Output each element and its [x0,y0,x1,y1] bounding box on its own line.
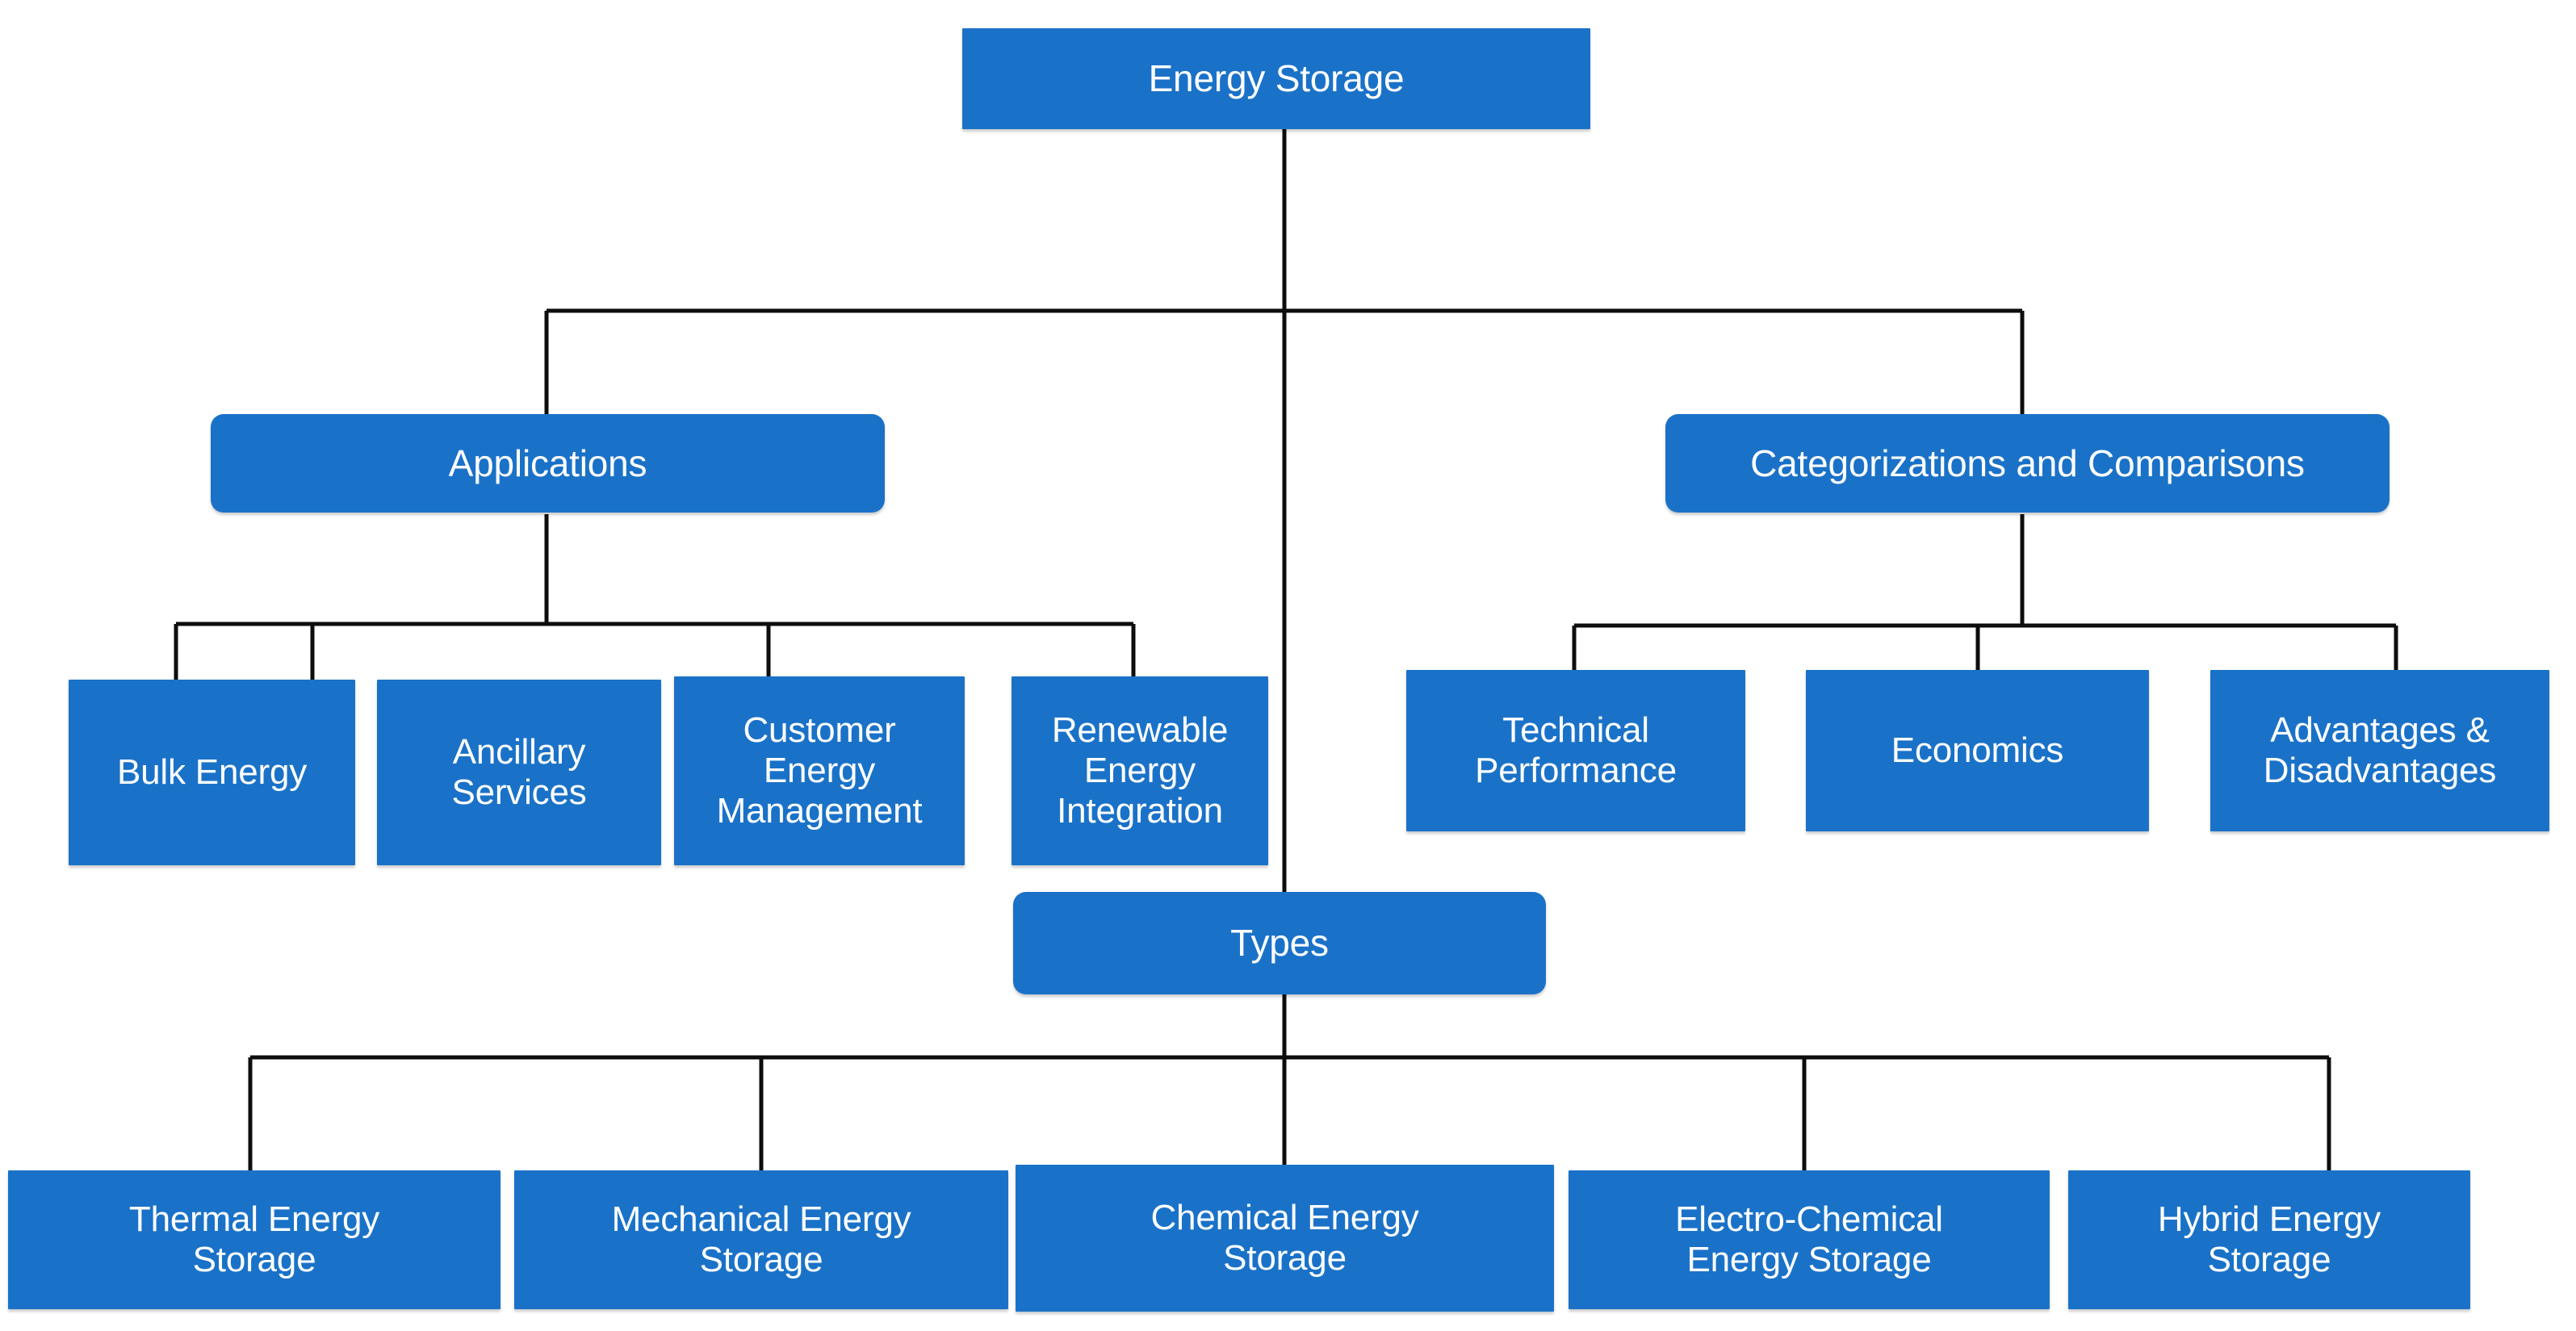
node-label: Hybrid Energy Storage [2157,1199,2381,1279]
node-advantages-and-disadvantages[interactable]: Advantages & Disadvantages [2210,670,2549,831]
node-technical-performance[interactable]: Technical Performance [1406,670,1745,831]
node-renewable-energy-integration[interactable]: Renewable Energy Integration [1012,676,1268,865]
node-mechanical-energy-storage[interactable]: Mechanical Energy Storage [514,1170,1008,1309]
node-label: Mechanical Energy Storage [611,1199,911,1279]
node-types[interactable]: Types [1013,892,1546,994]
node-electro-chemical-energy-storage[interactable]: Electro-Chemical Energy Storage [1569,1170,2050,1309]
node-economics[interactable]: Economics [1806,670,2149,831]
node-ancillary-services[interactable]: Ancillary Services [377,680,661,865]
node-applications[interactable]: Applications [211,414,885,513]
node-thermal-energy-storage[interactable]: Thermal Energy Storage [8,1170,501,1309]
node-label: Chemical Energy Storage [1150,1197,1419,1278]
node-bulk-energy[interactable]: Bulk Energy [69,680,355,865]
node-label: Thermal Energy Storage [128,1199,380,1279]
node-customer-energy-management[interactable]: Customer Energy Management [674,676,965,865]
node-chemical-energy-storage[interactable]: Chemical Energy Storage [1016,1165,1554,1312]
node-label: Customer Energy Management [716,709,923,831]
node-label: Renewable Energy Integration [1051,709,1229,831]
node-label: Applications [448,442,647,484]
node-label: Economics [1891,730,2064,770]
node-categorizations-and-comparisons[interactable]: Categorizations and Comparisons [1665,414,2390,513]
node-label: Advantages & Disadvantages [2263,709,2497,790]
node-label: Energy Storage [1148,57,1405,100]
node-label: Types [1230,922,1329,965]
node-label: Technical Performance [1475,709,1677,790]
node-label: Electro-Chemical Energy Storage [1675,1199,1943,1279]
node-hybrid-energy-storage[interactable]: Hybrid Energy Storage [2068,1170,2470,1309]
node-label: Ancillary Services [451,731,587,812]
node-label: Bulk Energy [116,751,308,792]
node-label: Categorizations and Comparisons [1750,442,2305,484]
node-energy-storage[interactable]: Energy Storage [962,28,1590,129]
